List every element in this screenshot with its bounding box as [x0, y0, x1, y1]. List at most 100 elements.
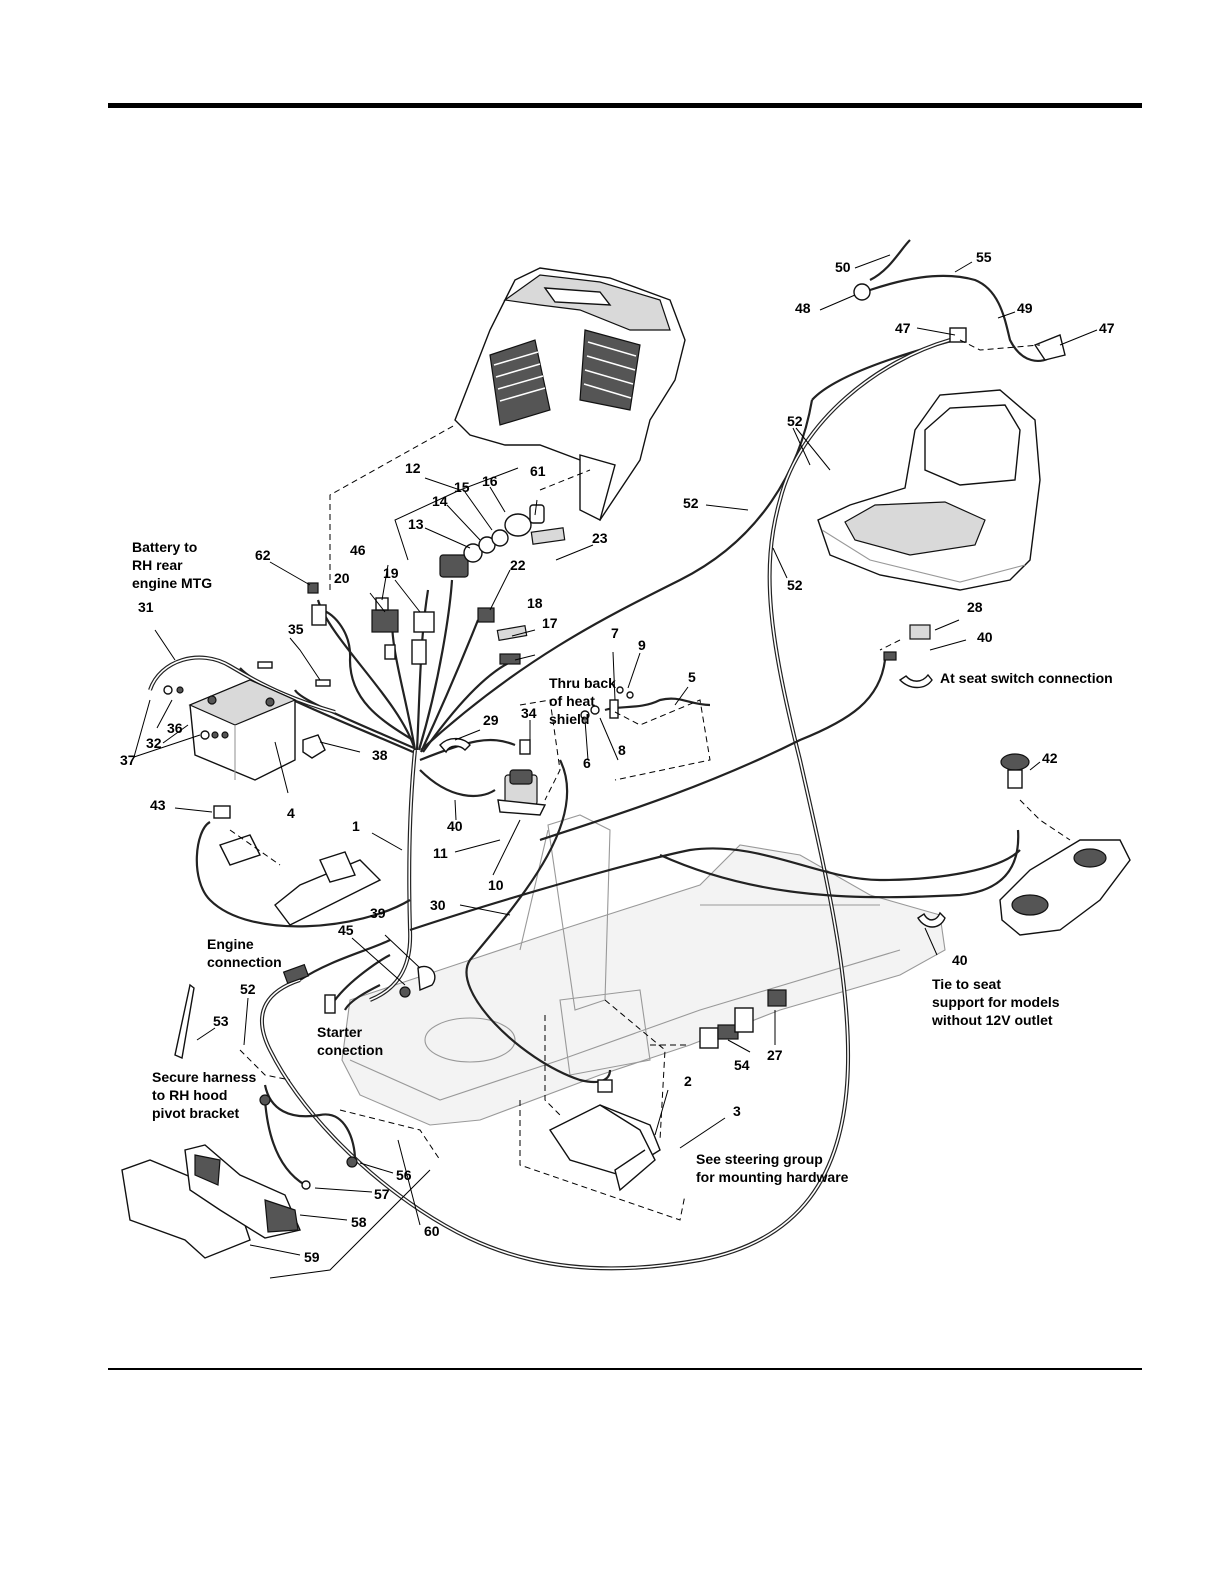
plug-adapter	[699, 989, 787, 1049]
callout-45: 45	[338, 922, 354, 938]
callout-40c: 40	[952, 952, 968, 968]
footer-rule	[108, 1368, 1142, 1370]
callout-43: 43	[150, 797, 166, 813]
ring-terminal	[399, 986, 411, 998]
callout-32: 32	[146, 735, 162, 751]
callout-22: 22	[510, 557, 526, 573]
note-heat-shield-3: shield	[549, 711, 589, 727]
note-starter-2: conection	[317, 1042, 383, 1058]
note-battery-1: Battery to	[132, 539, 197, 555]
callout-18: 18	[527, 595, 543, 611]
part-22	[477, 607, 495, 623]
note-starter-1: Starter	[317, 1024, 363, 1040]
callout-17: 17	[542, 615, 558, 631]
note-harness-3: pivot bracket	[152, 1105, 239, 1121]
leader-lines	[133, 254, 1098, 1279]
callout-60: 60	[424, 1223, 440, 1239]
boot-39	[417, 965, 436, 992]
note-battery-2: RH rear	[132, 557, 183, 573]
ignition-switch-assembly	[439, 504, 545, 578]
seat-harness	[853, 239, 1066, 362]
callout-40b: 40	[977, 629, 993, 645]
engine-connector	[282, 963, 310, 985]
callout-34: 34	[521, 705, 537, 721]
note-seat-support-1: Tie to seat	[932, 976, 1001, 992]
seat-switch-plug	[883, 651, 897, 661]
callout-39: 39	[370, 905, 386, 921]
callout-13: 13	[408, 516, 424, 532]
callout-37: 37	[120, 752, 136, 768]
dash-panel	[454, 267, 686, 522]
ground-bracket	[213, 805, 382, 926]
callout-6: 6	[583, 755, 591, 771]
callout-16: 16	[482, 473, 498, 489]
callout-38: 38	[372, 747, 388, 763]
battery-hardware	[163, 661, 331, 740]
callout-3: 3	[733, 1103, 741, 1119]
callout-1: 1	[352, 818, 360, 834]
note-seat-switch: At seat switch connection	[940, 670, 1113, 686]
cable-tie	[917, 911, 946, 928]
connector	[384, 644, 396, 660]
connector	[311, 604, 327, 626]
callout-7: 7	[611, 625, 619, 641]
cable-tie	[898, 673, 933, 689]
callout-59: 59	[304, 1249, 320, 1265]
chassis-frame	[341, 814, 946, 1126]
connector	[411, 639, 427, 665]
note-heat-shield-2: of heat	[549, 693, 595, 709]
power-outlet	[999, 753, 1131, 936]
callout-19: 19	[383, 565, 399, 581]
seat	[817, 389, 1041, 591]
note-steering-2: for mounting hardware	[696, 1169, 849, 1185]
callout-61: 61	[530, 463, 546, 479]
callout-20: 20	[334, 570, 350, 586]
note-steering-1: See steering group	[696, 1151, 823, 1167]
callout-5: 5	[688, 669, 696, 685]
callout-52c: 52	[787, 577, 803, 593]
header-rule	[108, 103, 1142, 108]
callout-36: 36	[167, 720, 183, 736]
callout-56: 56	[396, 1167, 412, 1183]
callout-12: 12	[405, 460, 421, 476]
callout-58: 58	[351, 1214, 367, 1230]
callout-28: 28	[967, 599, 983, 615]
callout-numbers: 1 2 3 4 5 6 7 8 9 10 11 12 13 14 15 16 1…	[120, 249, 1115, 1265]
callout-47b: 47	[1099, 320, 1115, 336]
note-harness-1: Secure harness	[152, 1069, 256, 1085]
note-seat-support-3: without 12V outlet	[931, 1012, 1053, 1028]
callout-49: 49	[1017, 300, 1033, 316]
callout-4: 4	[287, 805, 295, 821]
part-20	[371, 609, 399, 633]
seat-switch	[909, 624, 931, 640]
note-engine-1: Engine	[207, 936, 254, 952]
bracket-47b	[1033, 334, 1066, 361]
callout-15: 15	[454, 479, 470, 495]
callout-23: 23	[592, 530, 608, 546]
headlight-assembly	[121, 1094, 358, 1259]
starter-connector	[324, 994, 336, 1014]
part-62	[307, 582, 319, 594]
note-battery-3: engine MTG	[132, 575, 212, 591]
callout-40a: 40	[447, 818, 463, 834]
callout-29: 29	[483, 712, 499, 728]
callout-35: 35	[288, 621, 304, 637]
cable-tie	[439, 737, 471, 754]
bracket-47	[949, 327, 967, 343]
callout-47a: 47	[895, 320, 911, 336]
cable-tie-53	[174, 983, 195, 1059]
callout-50: 50	[835, 259, 851, 275]
callout-53: 53	[213, 1013, 229, 1029]
starter-solenoid	[497, 739, 547, 816]
callout-11: 11	[433, 845, 448, 861]
note-seat-support-2: support for models	[932, 994, 1060, 1010]
note-engine-2: connection	[207, 954, 282, 970]
callout-46: 46	[350, 542, 366, 558]
callout-9: 9	[638, 637, 646, 653]
callout-57: 57	[374, 1186, 390, 1202]
part-23	[530, 527, 566, 545]
callout-55: 55	[976, 249, 992, 265]
callout-30: 30	[430, 897, 446, 913]
terminal-boot	[302, 734, 326, 759]
